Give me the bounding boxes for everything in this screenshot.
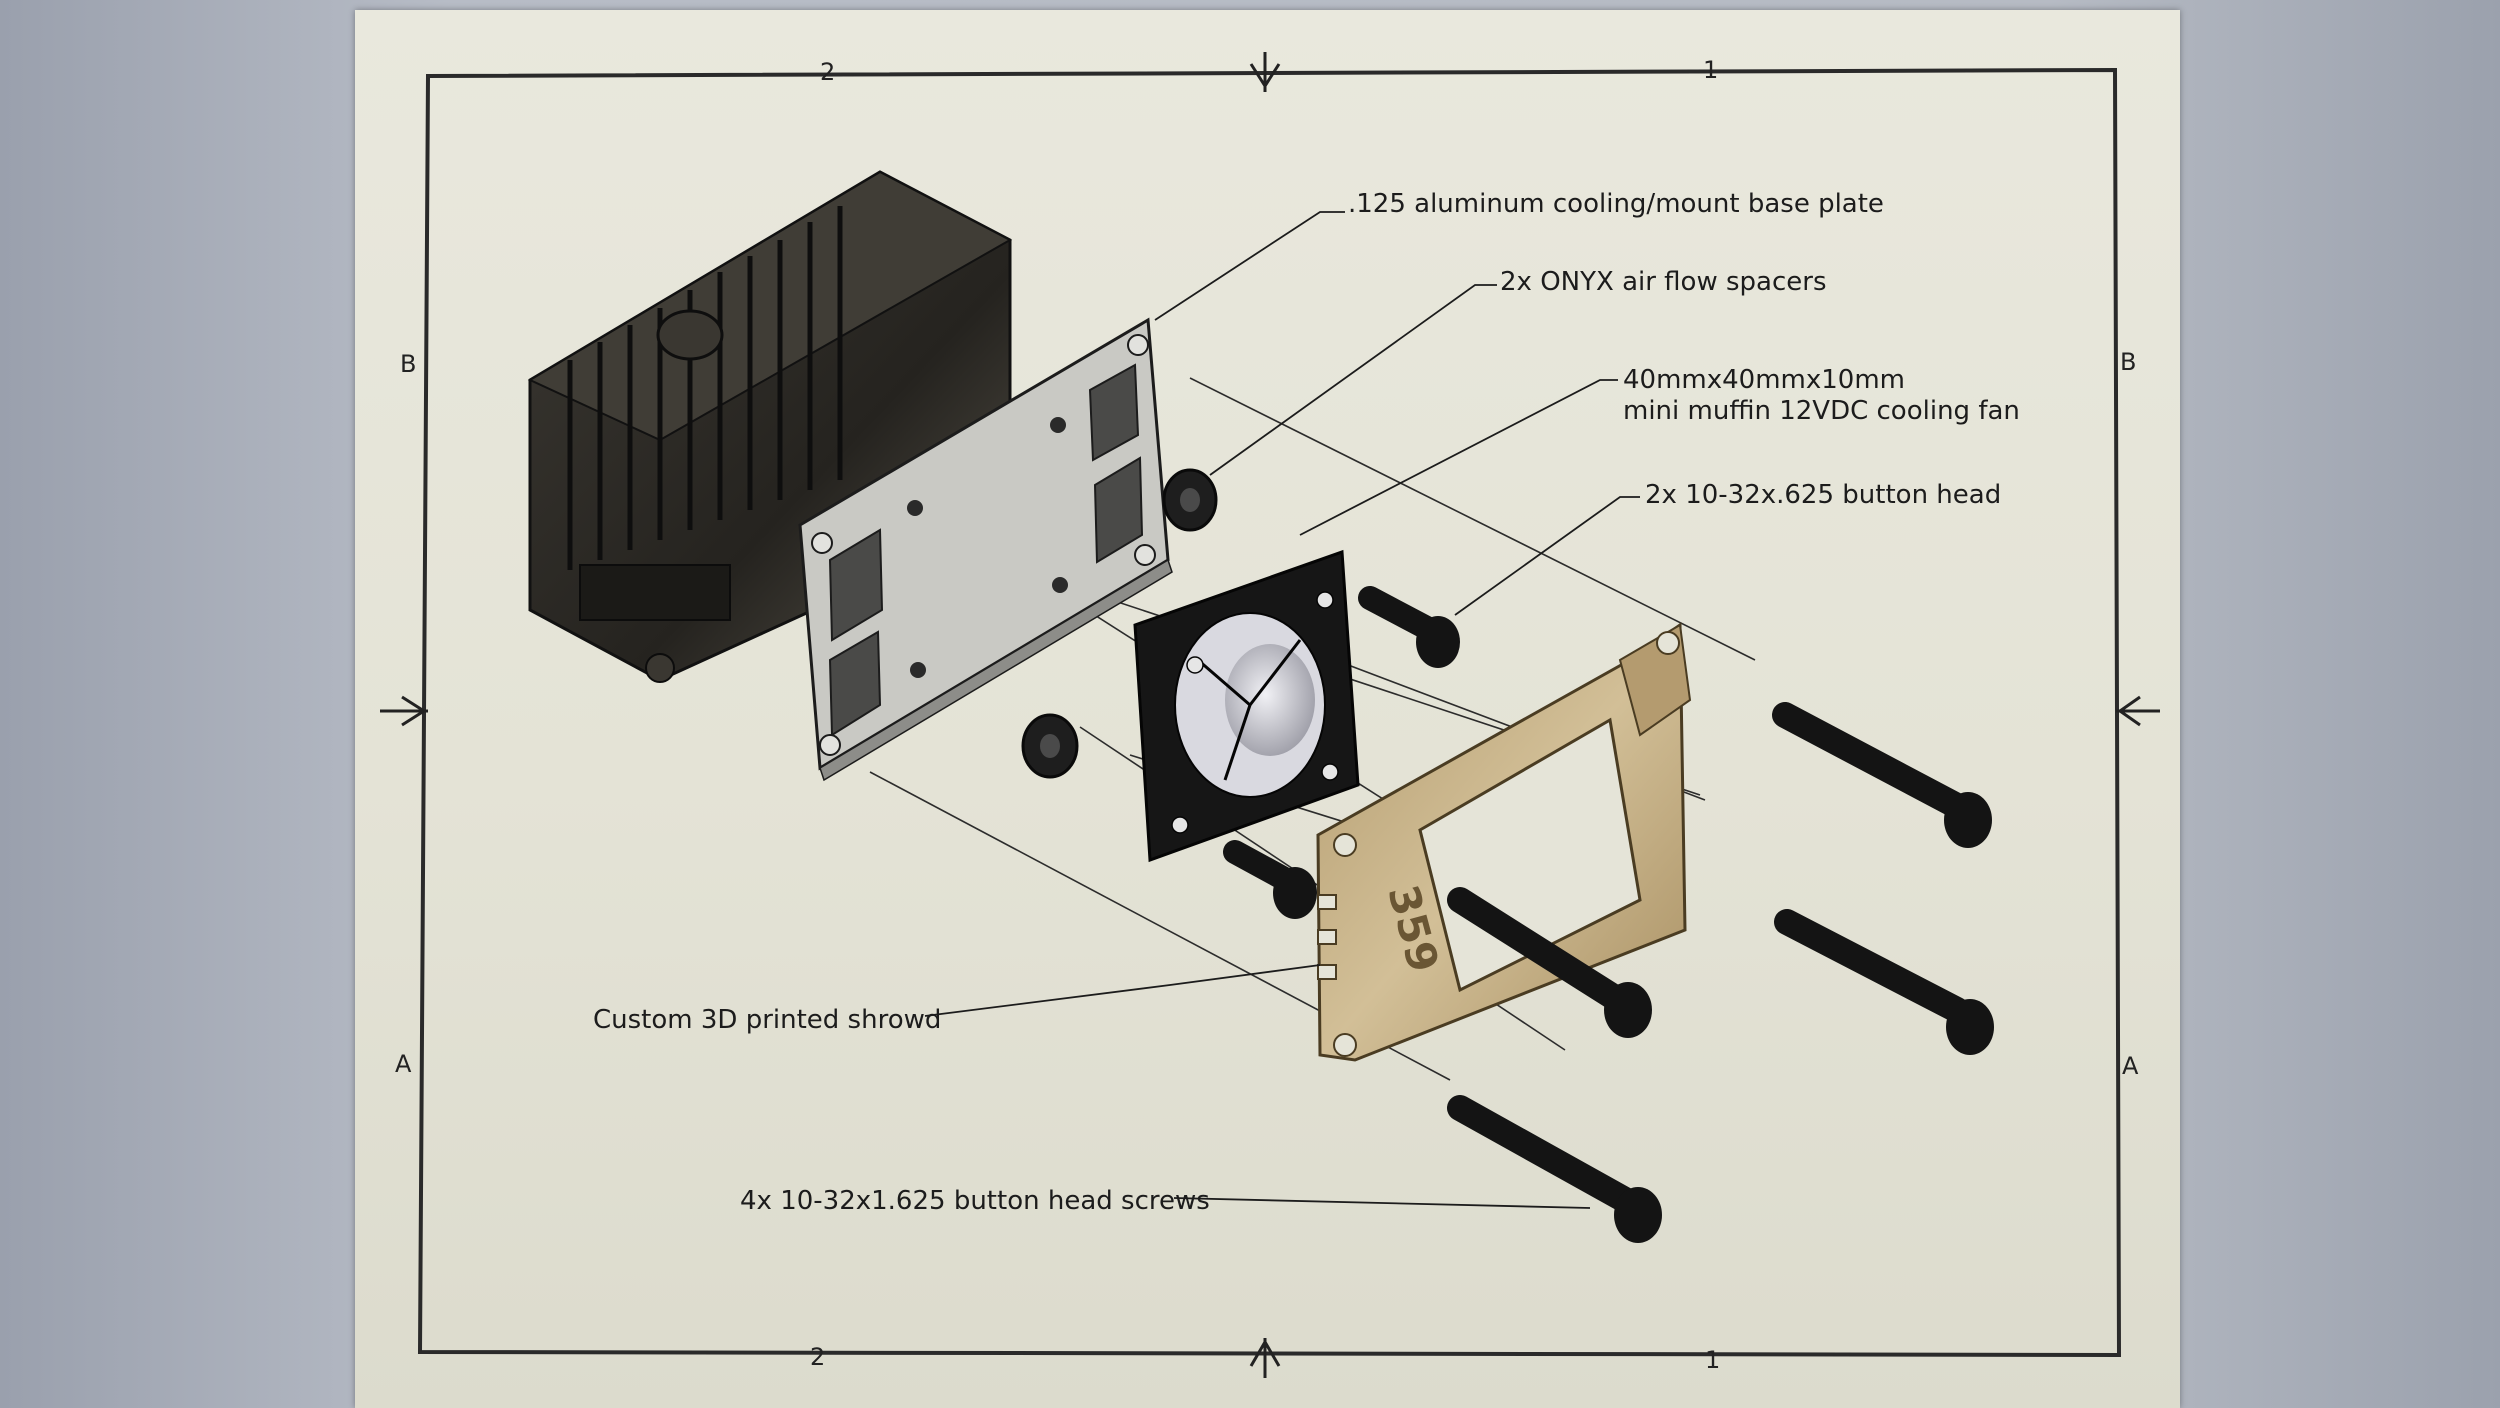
center-mark-top [1249,52,1281,92]
zone-label-top-left: 2 [820,58,835,86]
zone-label-top-right: 1 [1703,56,1718,84]
center-mark-left [380,695,428,727]
air-flow-spacer-upper [1162,468,1218,532]
center-mark-right [2116,695,2160,727]
short-button-head-screw-lower [1223,840,1317,919]
long-screw-3 [1447,887,1652,1038]
zone-label-right-lower: A [2122,1052,2139,1080]
long-screw-1 [1772,702,1992,848]
aluminum-base-plate [798,317,1173,782]
callout-button-head: 2x 10-32x.625 button head [1645,480,2001,510]
callout-spacers: 2x ONYX air flow spacers [1500,267,1827,297]
zone-label-bottom-left: 2 [810,1343,825,1371]
drawing-border [417,67,2122,1358]
zone-label-right-upper: B [2120,348,2136,376]
zone-label-bottom-right: 1 [1705,1346,1720,1374]
callout-screws: 4x 10-32x1.625 button head screws [740,1186,1210,1216]
callout-fan-size: 40mmx40mmx10mm [1623,365,1905,395]
callout-shroud: Custom 3D printed shrowd [593,1005,941,1035]
callout-base-plate: .125 aluminum cooling/mount base plate [1348,189,1884,219]
center-mark-bottom [1249,1338,1281,1378]
zone-label-left-upper: B [400,350,416,378]
cooling-fan [1133,549,1360,863]
callout-fan-description: mini muffin 12VDC cooling fan [1623,396,2020,426]
air-flow-spacer-lower [1021,713,1079,779]
short-button-head-screw-upper [1358,586,1460,668]
leader-lines [924,211,1640,1209]
long-screw-4 [1447,1095,1662,1243]
long-screw-2 [1774,909,1994,1055]
zone-label-left-lower: A [395,1050,412,1078]
